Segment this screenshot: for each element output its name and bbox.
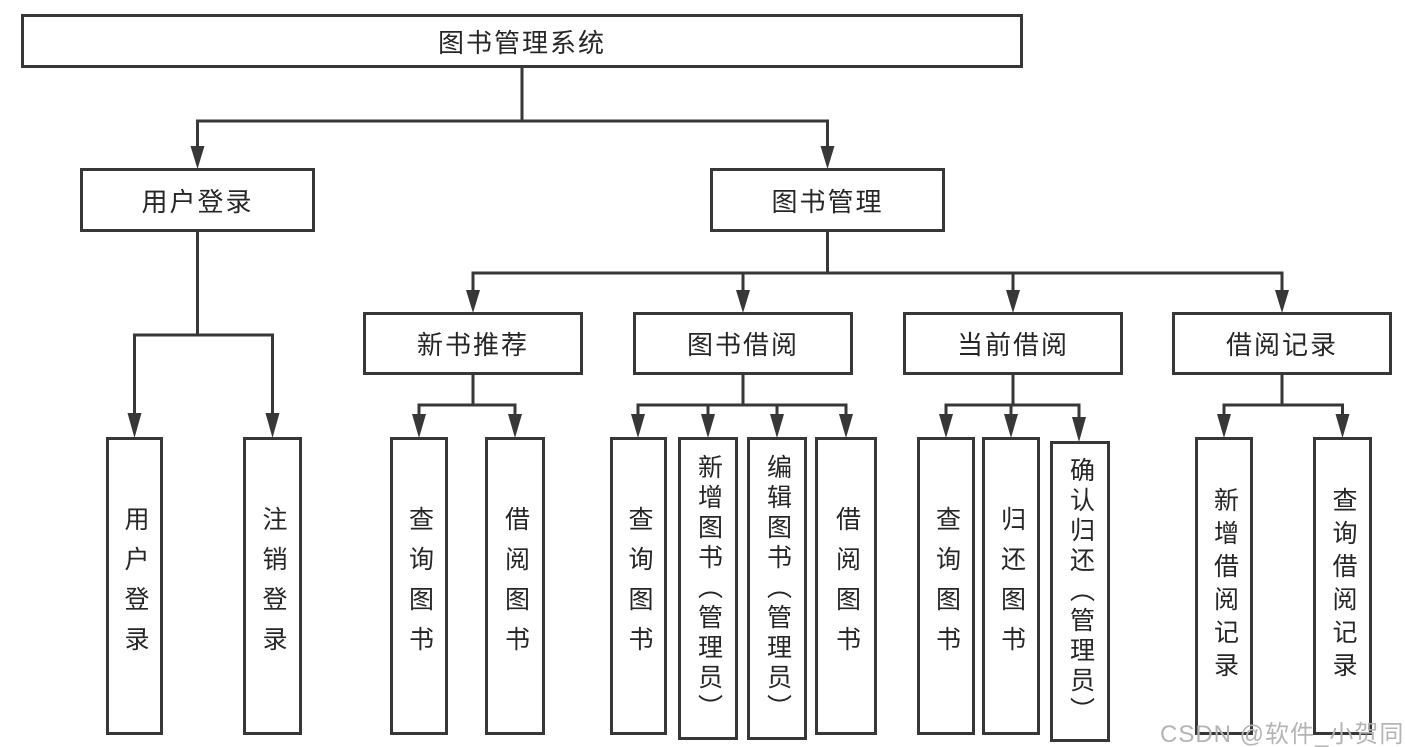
leaf-label: 查询图书 xyxy=(932,506,961,666)
leaf-query-books-2: 查询图书 xyxy=(610,437,667,735)
leaf-return-books: 归还图书 xyxy=(982,437,1040,735)
leaf-logout: 注销登录 xyxy=(243,437,302,735)
leaf-label: 借阅图书 xyxy=(832,506,861,666)
leaf-label: 借阅图书 xyxy=(501,506,530,666)
node-borrow-records: 借阅记录 xyxy=(1172,312,1392,375)
leaf-query-borrow-record: 查询借阅记录 xyxy=(1313,437,1372,735)
connector-user-login-branch xyxy=(127,232,280,438)
leaf-borrow-books-1: 借阅图书 xyxy=(485,437,545,735)
leaf-label: 查询借阅记录 xyxy=(1329,487,1357,685)
leaf-label: 查询图书 xyxy=(405,506,434,666)
leaf-query-books-1: 查询图书 xyxy=(390,437,448,735)
leaf-label: 新增图书（管理员） xyxy=(694,453,723,724)
leaf-label: 确认归还（管理员） xyxy=(1066,456,1095,727)
leaf-edit-books-admin: 编辑图书（管理员） xyxy=(747,437,807,740)
node-book-borrow: 图书借阅 xyxy=(633,312,853,375)
leaf-query-books-3: 查询图书 xyxy=(917,437,975,735)
leaf-label: 查询图书 xyxy=(625,506,653,666)
node-user-login: 用户登录 xyxy=(80,168,315,232)
leaf-confirm-return-admin: 确认归还（管理员） xyxy=(1050,441,1110,742)
leaf-label: 注销登录 xyxy=(259,506,287,666)
connector-book-mgmt-to-level3 xyxy=(466,232,1289,313)
connector-new-book-branch xyxy=(412,375,522,438)
leaf-add-books-admin: 新增图书（管理员） xyxy=(678,437,738,740)
node-new-book-recommend: 新书推荐 xyxy=(363,312,583,375)
connector-book-borrow-branch xyxy=(631,375,853,438)
leaf-label: 用户登录 xyxy=(121,506,149,666)
node-book-management: 图书管理 xyxy=(710,168,945,232)
node-root-library-system: 图书管理系统 xyxy=(21,14,1023,68)
leaf-add-borrow-record: 新增借阅记录 xyxy=(1195,437,1253,735)
connector-current-borrow-branch xyxy=(939,375,1086,442)
csdn-watermark: CSDN @软件_小贺同学 xyxy=(1160,721,1405,747)
leaf-borrow-books-2: 借阅图书 xyxy=(815,437,877,735)
node-current-borrow: 当前借阅 xyxy=(903,312,1123,375)
leaf-label: 新增借阅记录 xyxy=(1210,487,1239,685)
connector-root-to-level2 xyxy=(190,68,835,169)
leaf-label: 归还图书 xyxy=(997,506,1026,666)
leaf-user-login: 用户登录 xyxy=(106,437,163,735)
connector-borrow-records-branch xyxy=(1217,375,1350,438)
leaf-label: 编辑图书（管理员） xyxy=(763,453,792,724)
